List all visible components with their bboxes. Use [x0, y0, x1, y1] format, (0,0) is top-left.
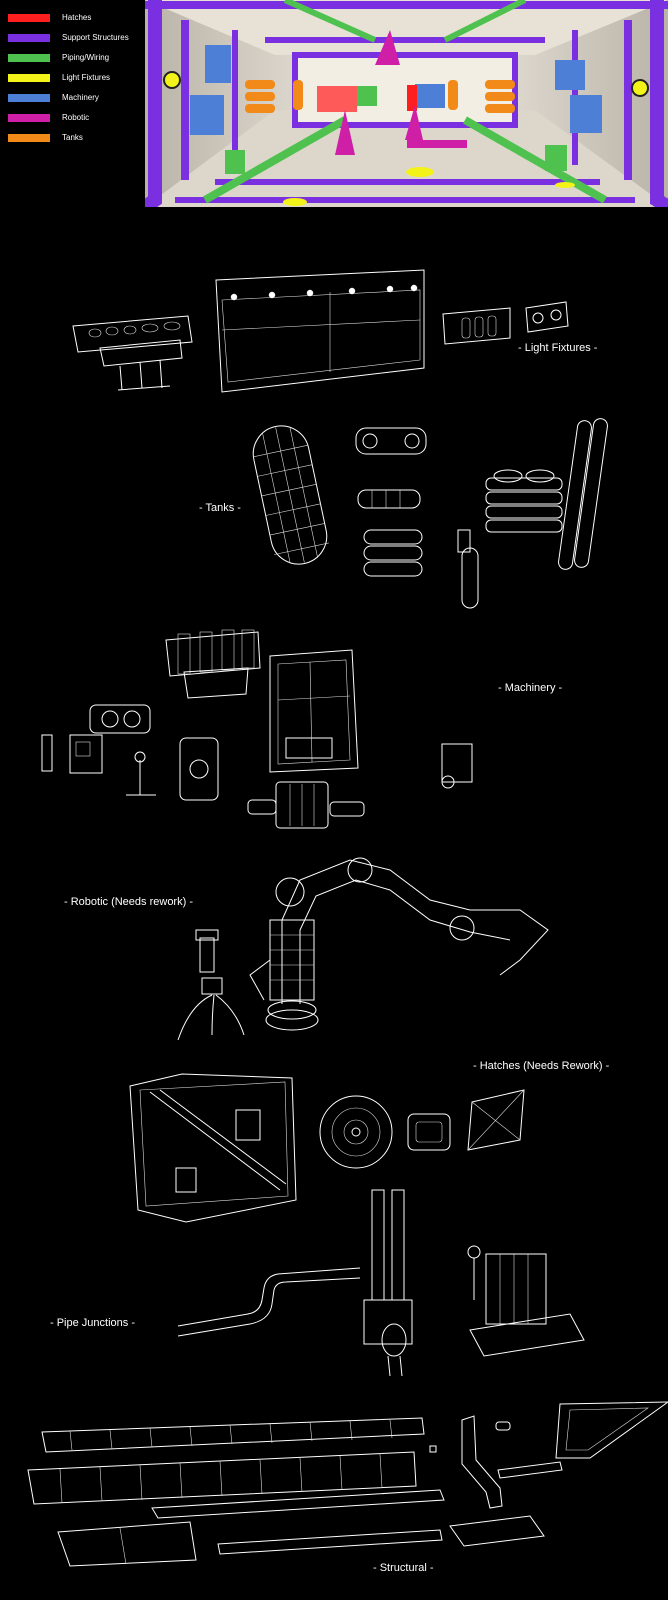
legend-swatch [8, 94, 50, 102]
section-label-machinery: - Machinery - [498, 682, 563, 694]
legend-swatch [8, 134, 50, 142]
section-label-hatches: - Hatches (Needs Rework) - [473, 1060, 610, 1072]
legend-label: Light Fixtures [62, 73, 111, 82]
tanks-group [252, 418, 608, 609]
light-fixtures-group [72, 269, 569, 393]
hatches-group [129, 1073, 525, 1223]
section-label-robotic: - Robotic (Needs rework) - [64, 896, 193, 908]
section-label-structural: - Structural - [373, 1562, 434, 1574]
legend-swatch [8, 14, 50, 22]
section-label-tanks: - Tanks - [199, 502, 241, 514]
legend-item-machinery: Machinery [8, 92, 143, 112]
legend-label: Hatches [62, 13, 92, 22]
section-label-pipe-junctions: - Pipe Junctions - [50, 1317, 135, 1329]
legend-label: Robotic [62, 113, 90, 122]
structural-group [27, 1401, 668, 1567]
legend-item-tanks: Tanks [8, 132, 143, 152]
legend-label: Support Structures [62, 33, 129, 42]
legend-item-piping-wiring: Piping/Wiring [8, 52, 143, 72]
legend-label: Machinery [62, 93, 99, 102]
legend-swatch [8, 54, 50, 62]
legend-item-light-fixtures: Light Fixtures [8, 72, 143, 92]
legend-swatch [8, 34, 50, 42]
legend-swatch [8, 74, 50, 82]
legend-swatch [8, 114, 50, 122]
corridor-render [145, 0, 668, 207]
legend-item-robotic: Robotic [8, 112, 143, 132]
legend-label: Tanks [62, 133, 83, 142]
robotic-group [177, 857, 549, 1041]
legend-label: Piping/Wiring [62, 53, 110, 62]
legend-item-support-structures: Support Structures [8, 32, 143, 52]
section-label-light-fixtures: - Light Fixtures - [518, 342, 598, 354]
color-legend: Hatches Support Structures Piping/Wiring… [8, 12, 143, 152]
machinery-group [41, 629, 473, 829]
legend-item-hatches: Hatches [8, 12, 143, 32]
pipe-junctions-group [177, 1189, 585, 1377]
